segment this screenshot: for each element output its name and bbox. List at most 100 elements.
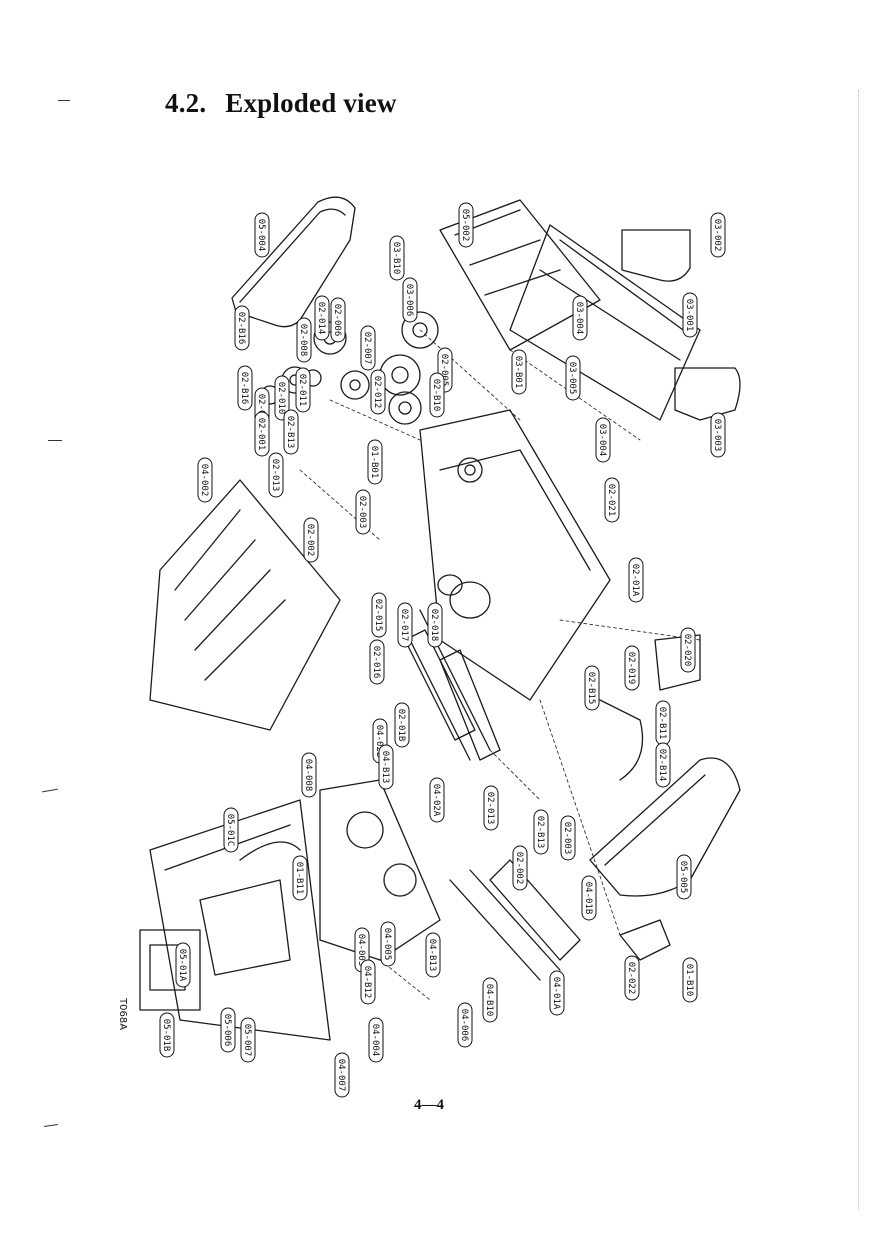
- part-callout: 03-003: [710, 412, 726, 458]
- callout-label: 02-01A: [630, 564, 640, 597]
- part-callout: 03-004: [595, 417, 611, 463]
- part-callout: 01-B10: [682, 957, 698, 1003]
- callout-label: 03-006: [404, 284, 414, 317]
- part-callout: 02-013: [268, 452, 284, 498]
- callout-label: 04-B13: [427, 939, 437, 972]
- callout-label: 02-002: [514, 852, 524, 885]
- part-callout: 04-B13: [378, 744, 394, 790]
- callout-bubble: [682, 957, 698, 1003]
- callout-bubble: [565, 355, 581, 401]
- margin-mark: [58, 100, 70, 101]
- callout-label: 02-B13: [535, 816, 545, 849]
- page-edge: [858, 90, 860, 1210]
- callout-label: 02-01B: [396, 709, 406, 742]
- part-callout: 02-B10: [429, 372, 445, 418]
- callout-bubble: [355, 489, 371, 535]
- callout-label: 03-002: [712, 219, 722, 252]
- callout-bubble: [402, 277, 418, 323]
- part-callout: 02-008: [296, 317, 312, 363]
- part-callout: 02-01A: [628, 557, 644, 603]
- callout-bubble: [425, 932, 441, 978]
- part-callout: 05-005: [676, 854, 692, 900]
- part-callout: 01-B11: [292, 855, 308, 901]
- callout-bubble: [303, 517, 319, 563]
- callout-label: 02-B16: [239, 372, 249, 405]
- part-callout: 03-B10: [389, 235, 405, 281]
- callout-label: 04-B12: [362, 966, 372, 999]
- part-callout: 02-016: [369, 639, 385, 685]
- part-callout: 02-B11: [655, 700, 671, 746]
- part-callout: 02-021: [604, 477, 620, 523]
- callout-label: 02-018: [429, 609, 439, 642]
- callout-label: 04-B10: [484, 984, 494, 1017]
- callout-bubble: [240, 1017, 256, 1063]
- part-callout: 02-001: [254, 411, 270, 457]
- part-callout: 03-005: [565, 355, 581, 401]
- callout-label: 04-01B: [583, 882, 593, 915]
- callout-label: 04-02A: [431, 784, 441, 817]
- callout-bubble: [655, 742, 671, 788]
- callout-label: 03-004: [597, 424, 607, 457]
- callout-label: 02-019: [626, 652, 636, 685]
- callout-bubble: [584, 665, 600, 711]
- callout-label: 04-003: [356, 934, 366, 967]
- callout-label: 02-021: [606, 484, 616, 517]
- part-callout: 02-011: [295, 367, 311, 413]
- callout-label: 04-002: [199, 464, 209, 497]
- callout-label: 02-003: [357, 496, 367, 529]
- part-callout: 04-B12: [360, 959, 376, 1005]
- callout-label: 02-006: [332, 304, 342, 337]
- callout-bubble: [360, 959, 376, 1005]
- callout-bubble: [458, 202, 474, 248]
- section-heading: 4.2. Exploded view: [165, 88, 397, 119]
- part-callout: 05-01A: [175, 942, 191, 988]
- callout-bubble: [560, 815, 576, 861]
- part-callout: 02-003: [560, 815, 576, 861]
- part-callout: 02-B15: [584, 665, 600, 711]
- part-callout: 04-008: [301, 752, 317, 798]
- callout-label: 02-001: [256, 418, 266, 451]
- callout-bubble: [710, 212, 726, 258]
- callout-label: 03-B10: [391, 242, 401, 275]
- part-callout: 02-019: [624, 645, 640, 691]
- callout-bubble: [360, 325, 376, 371]
- callout-bubble: [369, 639, 385, 685]
- callout-bubble: [292, 855, 308, 901]
- callout-bubble: [482, 977, 498, 1023]
- callout-label: 04-004: [370, 1024, 380, 1057]
- part-callout: 03-006: [402, 277, 418, 323]
- part-callout: 05-006: [220, 1007, 236, 1053]
- part-callout: 05-01B: [159, 1012, 175, 1058]
- callout-bubble: [334, 1052, 350, 1098]
- callout-label: 02-B14: [657, 749, 667, 782]
- callout-bubble: [268, 452, 284, 498]
- part-callout: 02-022: [624, 955, 640, 1001]
- section-title: Exploded view: [225, 88, 397, 118]
- callout-bubble: [676, 854, 692, 900]
- callout-bubble: [624, 645, 640, 691]
- callout-bubble: [397, 602, 413, 648]
- part-callout: 04-006: [457, 1002, 473, 1048]
- callout-label: 02-007: [362, 332, 372, 365]
- callout-label: 02-002: [305, 524, 315, 557]
- part-callout: 02-B16: [234, 305, 250, 351]
- callout-bubble: [511, 349, 527, 395]
- part-callout: 02-010: [274, 375, 290, 421]
- callout-label: 04-02B: [374, 725, 384, 758]
- part-callout: 02-020: [680, 627, 696, 673]
- part-callout: 01-B01: [367, 439, 383, 485]
- callout-label: 04-005: [382, 928, 392, 961]
- callout-bubble: [378, 744, 394, 790]
- callout-label: 02-B13: [285, 416, 295, 449]
- part-callout: 02-01B: [394, 702, 410, 748]
- callout-bubble: [512, 845, 528, 891]
- callout-bubble: [295, 367, 311, 413]
- callout-label: 01-B10: [684, 964, 694, 997]
- callout-label: 03-003: [712, 419, 722, 452]
- callout-label: 02-016: [371, 646, 381, 679]
- callout-bubble: [301, 752, 317, 798]
- callout-bubble: [368, 1017, 384, 1063]
- part-callout: 05-002: [458, 202, 474, 248]
